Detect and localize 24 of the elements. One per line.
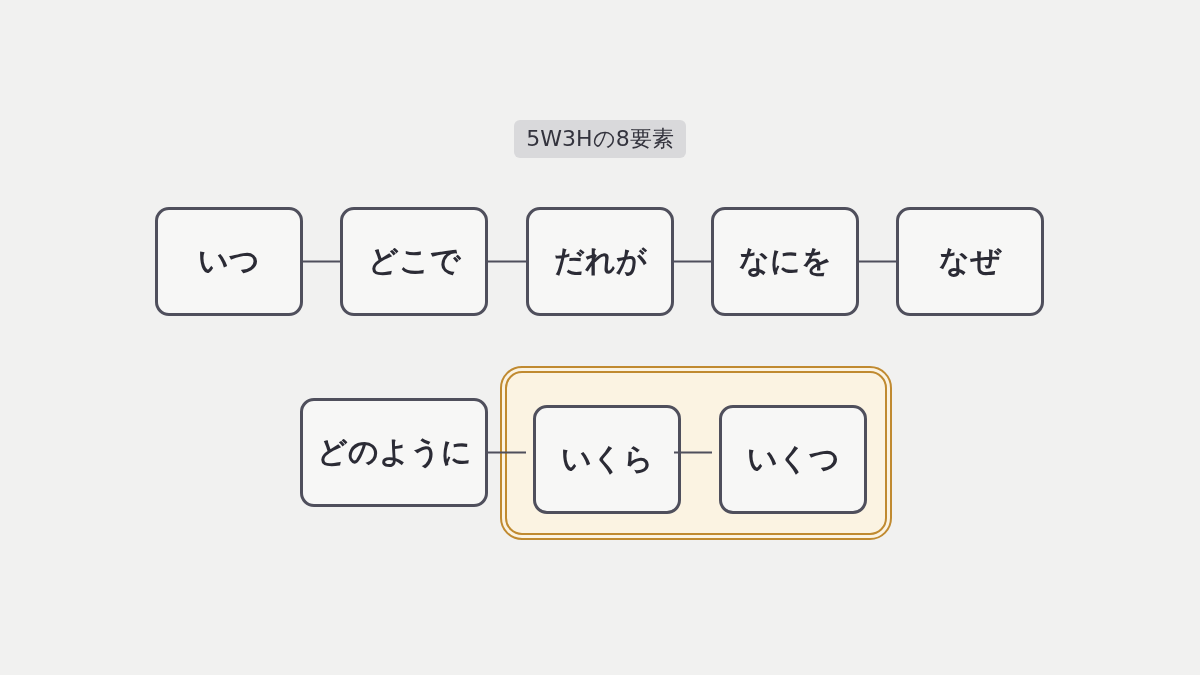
process-box — [526, 207, 674, 316]
process-box — [340, 207, 488, 316]
process-box — [533, 405, 681, 514]
node-label: いつ — [198, 242, 260, 280]
connector-line — [487, 260, 527, 263]
connector-line — [673, 260, 712, 263]
node-label: いくつ — [746, 440, 840, 478]
connector-line — [673, 451, 713, 454]
node-label: なぜ — [939, 242, 1001, 280]
connector-line — [858, 260, 897, 263]
connector-line — [302, 260, 341, 263]
process-box — [896, 207, 1044, 316]
process-box — [155, 207, 303, 316]
process-box — [711, 207, 859, 316]
node-label: どこで — [367, 242, 461, 280]
node-label: いくら — [560, 440, 654, 478]
node-label: だれが — [553, 242, 647, 280]
process-box — [300, 398, 488, 507]
connector-line — [487, 451, 527, 454]
node-label: なにを — [738, 242, 832, 280]
group-frame — [500, 366, 892, 540]
title-label: 5W3Hの8要素 — [514, 120, 686, 158]
process-box — [719, 405, 867, 514]
node-label: どのように — [316, 433, 472, 471]
